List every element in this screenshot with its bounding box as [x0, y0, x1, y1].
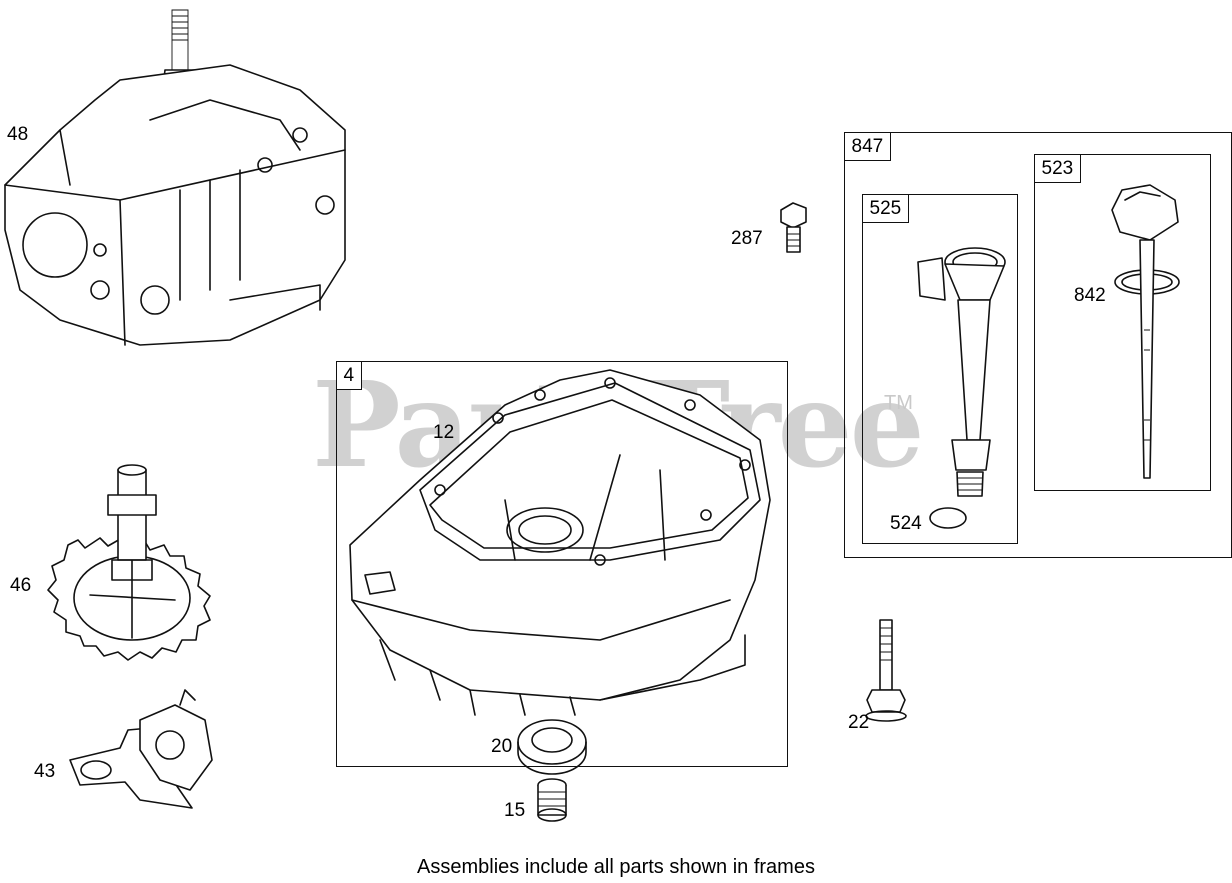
frame-label-525[interactable]: 525 — [861, 193, 910, 223]
oil-seal-illustration[interactable] — [517, 719, 587, 775]
callout-524[interactable]: 524 — [890, 513, 922, 534]
callout-287[interactable]: 287 — [731, 228, 763, 249]
frame-label-847[interactable]: 847 — [843, 131, 892, 161]
frame-label-4[interactable]: 4 — [335, 360, 363, 390]
camshaft-illustration[interactable] — [47, 464, 211, 661]
callout-842[interactable]: 842 — [1074, 285, 1106, 306]
callout-43[interactable]: 43 — [34, 761, 56, 782]
callout-22[interactable]: 22 — [848, 712, 870, 733]
callout-46[interactable]: 46 — [10, 575, 32, 596]
watermark-trademark: TM — [884, 392, 913, 414]
callout-15[interactable]: 15 — [504, 800, 526, 821]
sump-illustration[interactable] — [349, 369, 771, 716]
plug-illustration[interactable] — [537, 778, 567, 822]
callout-48[interactable]: 48 — [7, 124, 29, 145]
bolt-287-illustration[interactable] — [780, 202, 807, 253]
callout-20[interactable]: 20 — [491, 736, 513, 757]
frame-label-523[interactable]: 523 — [1033, 153, 1082, 183]
bolt-22-illustration[interactable] — [865, 619, 907, 722]
frame-525: 525 — [861, 193, 1018, 544]
governor-illustration[interactable] — [69, 689, 213, 809]
frame-4: 4 — [335, 360, 788, 767]
cylinder-block-illustration[interactable] — [4, 9, 346, 346]
frame-523: 523 — [1033, 153, 1211, 491]
dipstick-illustration[interactable] — [1111, 184, 1180, 479]
callout-12[interactable]: 12 — [433, 422, 455, 443]
dipstick-tube-illustration[interactable] — [917, 247, 1006, 497]
diagram-caption: Assemblies include all parts shown in fr… — [417, 856, 815, 878]
o-ring-524-illustration[interactable] — [929, 507, 967, 529]
